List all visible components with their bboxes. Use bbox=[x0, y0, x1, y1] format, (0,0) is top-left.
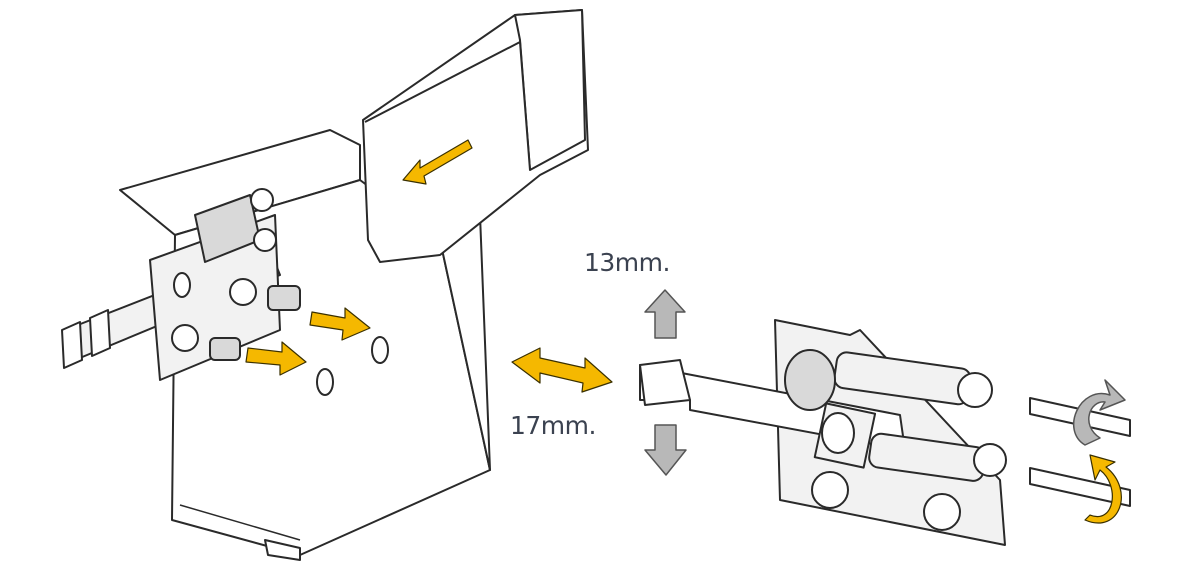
rotate-clockwise-icon bbox=[1084, 454, 1122, 524]
depth-adjustment-label: 17mm. bbox=[510, 411, 596, 440]
right-hinge bbox=[639, 319, 1007, 546]
door-panel bbox=[362, 9, 589, 263]
push-arrow-lower-icon bbox=[245, 341, 307, 376]
down-arrow-icon bbox=[644, 424, 687, 476]
screwdriver-icons bbox=[1029, 379, 1131, 524]
push-arrow-upper-icon bbox=[309, 307, 371, 341]
left-hinge bbox=[61, 188, 301, 381]
depth-adjust-arrow-icon bbox=[511, 347, 613, 393]
door-slide-arrow-icon bbox=[402, 139, 473, 185]
up-arrow-icon bbox=[644, 289, 686, 339]
vertical-adjustment-label: 13mm. bbox=[584, 248, 670, 277]
rotate-counterclockwise-icon bbox=[1073, 379, 1126, 446]
